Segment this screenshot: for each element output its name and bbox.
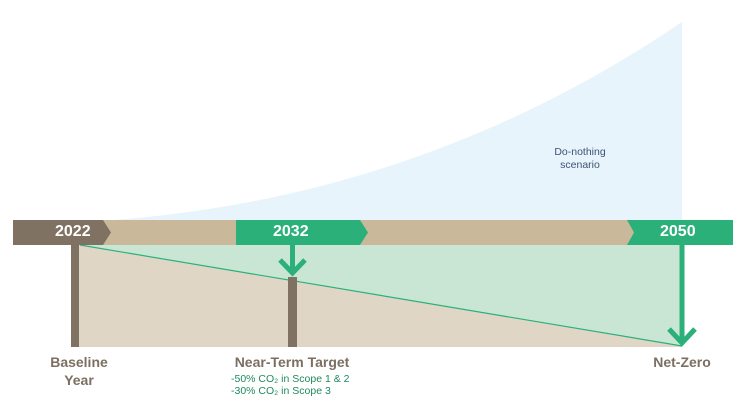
scenario-line2: scenario [560,159,600,171]
timeline-bar [13,220,733,245]
do-nothing-area [100,22,682,221]
do-nothing-scenario-label: Do-nothing scenario [530,146,630,172]
net-zero-arrow-icon [667,245,697,347]
near-term-year-marker [236,220,368,245]
near-term-detail-2: -30% CO₂ in Scope 3 [231,385,331,397]
net-zero-year-label: 2050 [660,223,696,240]
net-zero-label: Net-Zero [653,354,711,370]
scenario-line1: Do-nothing [554,146,606,158]
baseline-stem [71,245,79,347]
near-term-detail-1: -50% CO₂ in Scope 1 & 2 [231,373,350,385]
reduction-pathway-line [79,244,683,347]
near-term-label: Near-Term Target [234,354,350,370]
baseline-line2: Year [64,372,94,388]
baseline-line1: Baseline [50,354,108,370]
baseline-year-marker [13,220,111,245]
net-zero-year-marker [627,220,733,245]
near-term-year-label: 2032 [273,223,309,240]
near-term-stem [288,277,297,347]
baseline-label: Baseline Year [29,353,129,389]
near-term-arrow-icon [278,245,307,277]
baseline-year-label: 2022 [55,223,91,240]
